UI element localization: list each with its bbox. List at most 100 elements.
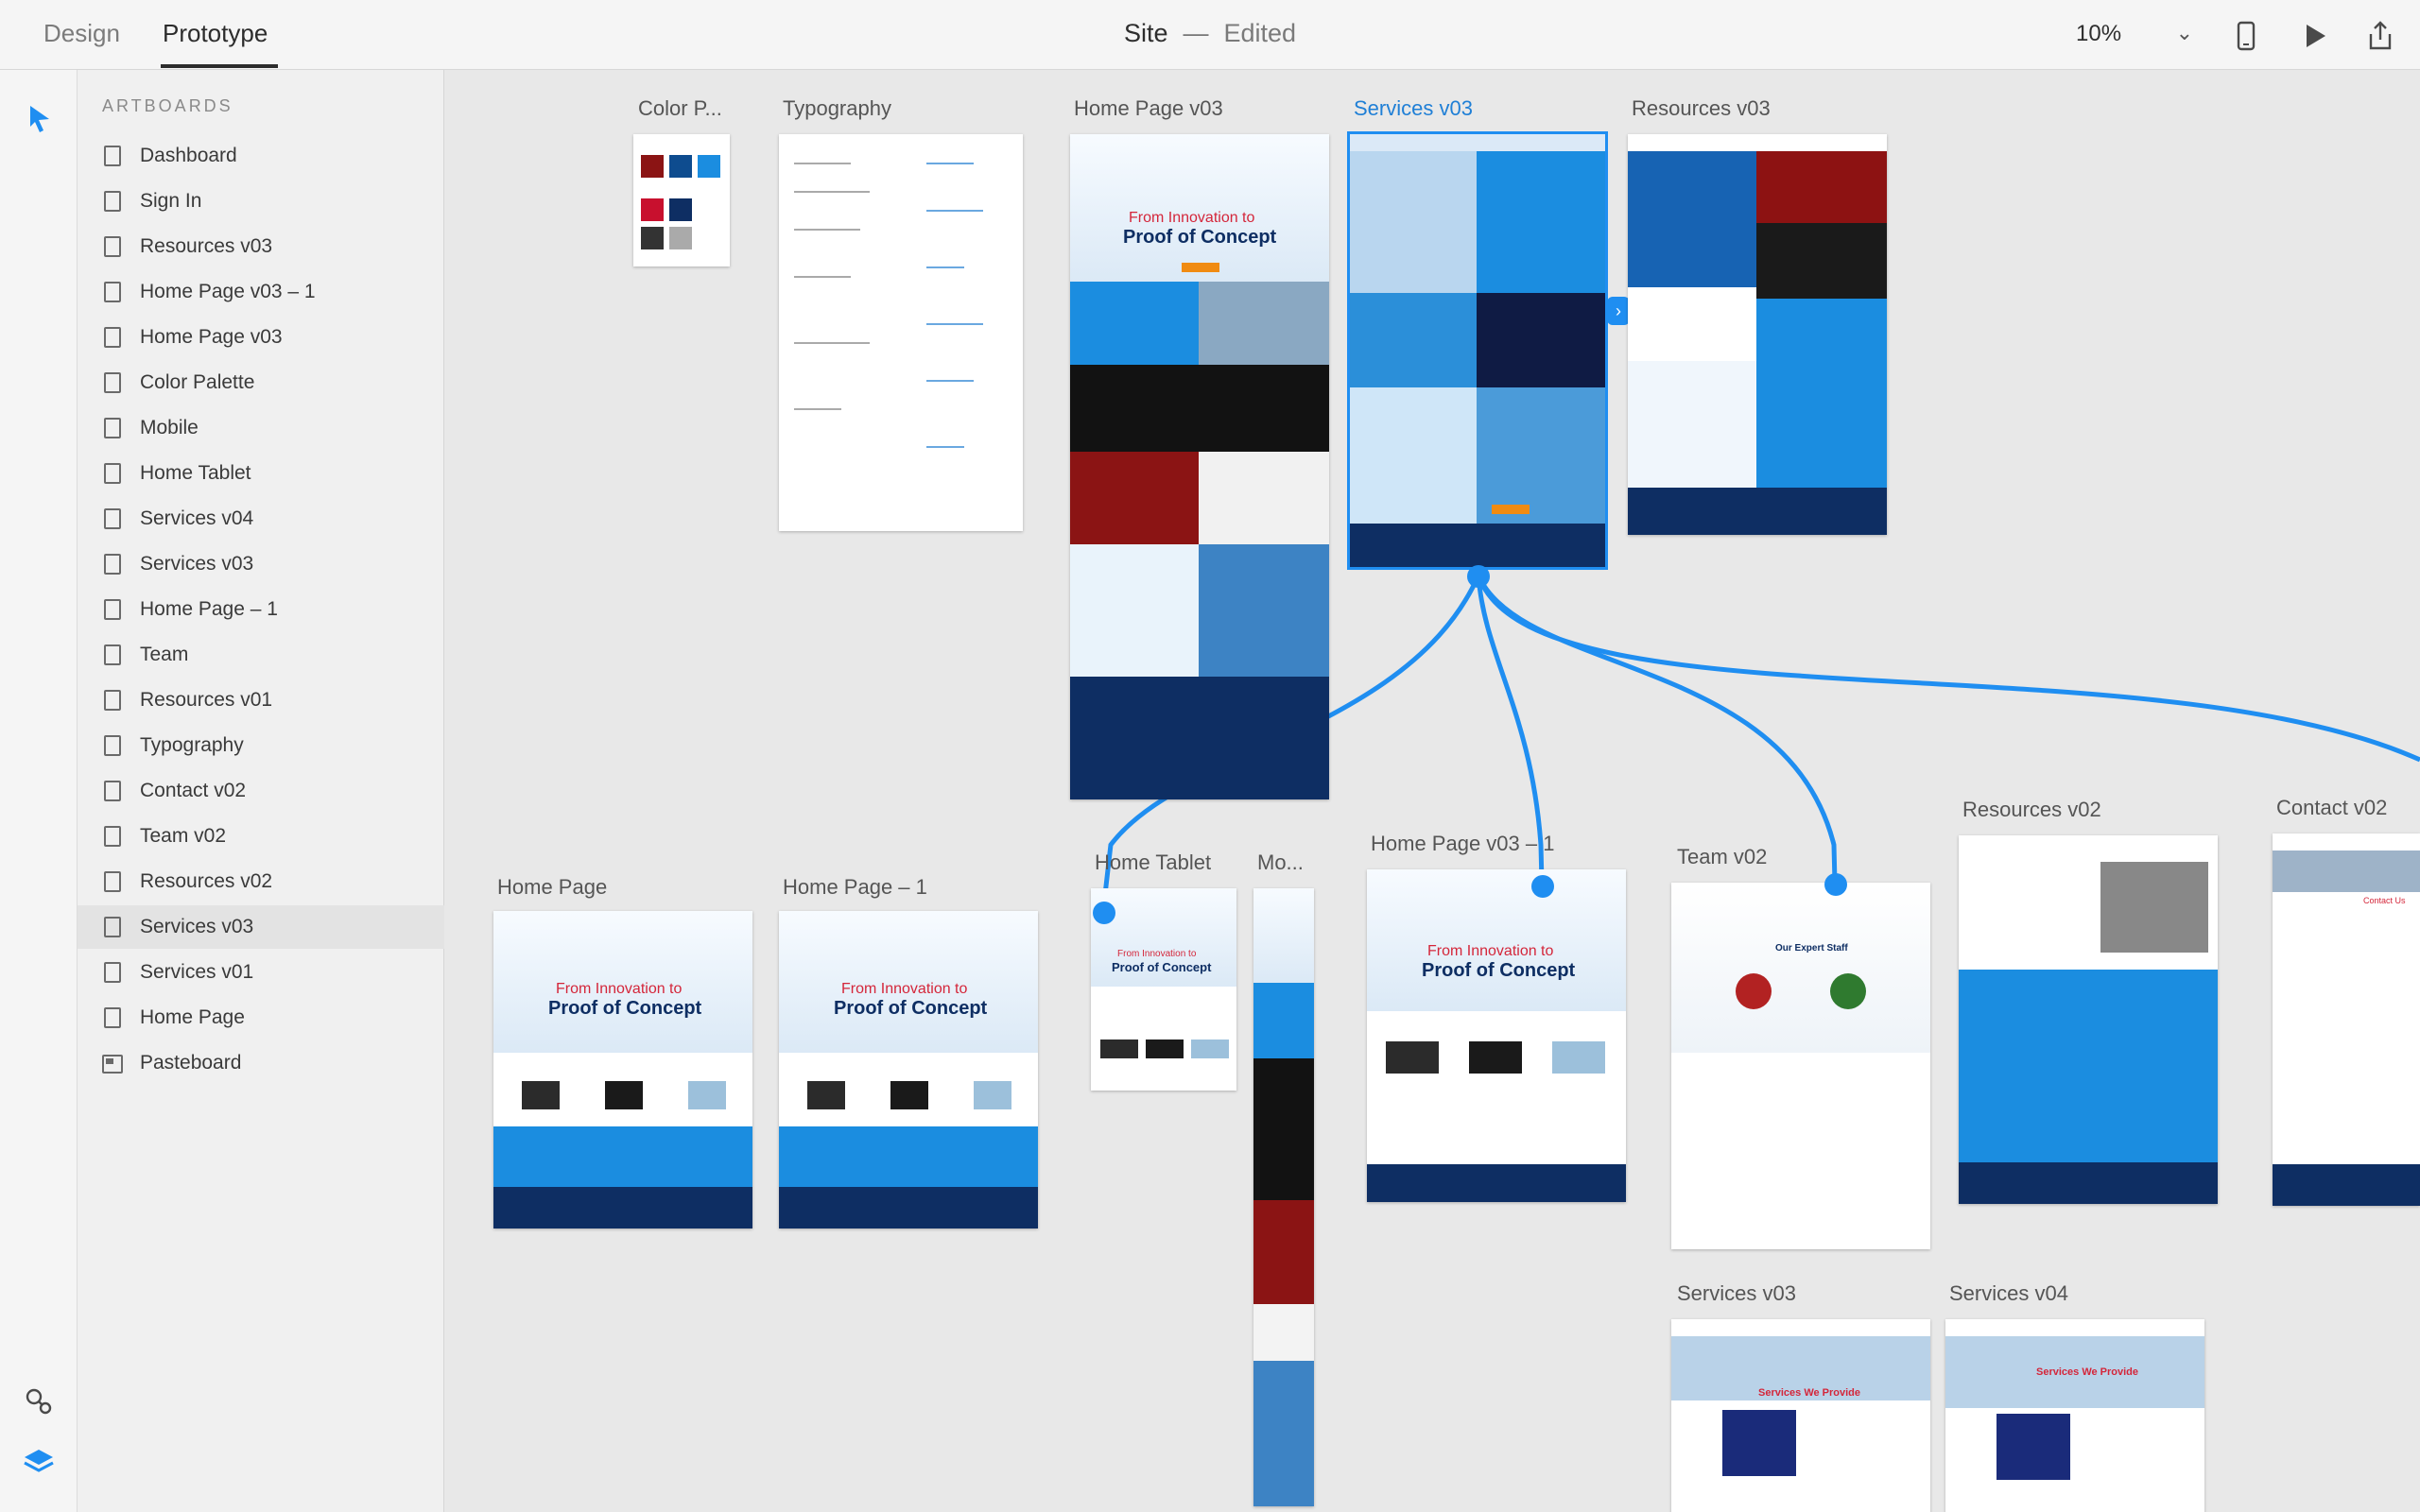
artboard-list-label: Contact v02: [140, 780, 247, 801]
tab-design[interactable]: Design: [43, 19, 120, 47]
zoom-value: 10%: [2076, 21, 2122, 46]
mini-services-heading: Services We Provide: [2036, 1366, 2139, 1378]
artboard-services-v03-top[interactable]: [1347, 131, 1608, 570]
artboard-mobile[interactable]: [1253, 888, 1314, 1506]
artboard-list-label: Services v03: [140, 553, 254, 575]
artboard-team-v02[interactable]: Our Expert Staff: [1671, 883, 1930, 1249]
artboard-label-team-v02[interactable]: Team v02: [1677, 845, 1768, 868]
artboard-list-label: Sign In: [140, 190, 202, 212]
artboard-icon: [104, 1007, 121, 1028]
artboard-label-home-v03-1[interactable]: Home Page v03 – 1: [1371, 832, 1555, 855]
artboard-list-item[interactable]: Resources v02: [78, 860, 444, 903]
artboard-services-v04[interactable]: Services We Provide: [1945, 1319, 2204, 1512]
artboard-list-item[interactable]: Services v03: [78, 542, 444, 586]
mini-staff-heading: Our Expert Staff: [1775, 943, 1848, 954]
artboard-list-label: Home Tablet: [140, 462, 251, 484]
artboard-list-item[interactable]: Resources v03: [78, 225, 444, 268]
artboard-icon: [104, 508, 121, 529]
artboard-list-label: Resources v03: [140, 235, 273, 257]
artboard-label-color-palette[interactable]: Color P...: [638, 96, 722, 120]
link-target-handle[interactable]: [1824, 873, 1847, 896]
artboard-icon: [104, 372, 121, 393]
plugins-icon[interactable]: [19, 1382, 59, 1421]
layers-icon[interactable]: [19, 1442, 59, 1482]
artboard-list-label: Resources v01: [140, 689, 273, 711]
artboard-list-label: Mobile: [140, 417, 199, 438]
artboard-icon: [104, 644, 121, 665]
artboard-label-contact-v02[interactable]: Contact v02: [2276, 796, 2388, 819]
artboard-label-typography[interactable]: Typography: [783, 96, 891, 120]
artboard-list-item[interactable]: Mobile: [78, 406, 444, 450]
tool-rail: [0, 70, 78, 1512]
artboard-list-item[interactable]: Pasteboard: [78, 1041, 444, 1085]
artboard-typography[interactable]: [779, 134, 1023, 531]
artboard-label-services-v03-top[interactable]: Services v03: [1354, 96, 1473, 120]
artboard-label-home-page-1[interactable]: Home Page – 1: [783, 875, 927, 899]
artboard-icon: [104, 690, 121, 711]
artboard-list-label: Home Page: [140, 1006, 245, 1028]
artboard-label-resources-v03[interactable]: Resources v03: [1632, 96, 1771, 120]
document-title: Site—Edited: [0, 19, 2420, 48]
chevron-right-icon[interactable]: ›: [1607, 297, 1630, 325]
artboard-home-page-1[interactable]: From Innovation to Proof of Concept: [779, 911, 1038, 1228]
artboard-list-item[interactable]: Contact v02: [78, 769, 444, 813]
zoom-select[interactable]: 10% ⌄: [2076, 21, 2193, 51]
artboard-home-v03-1[interactable]: From Innovation to Proof of Concept: [1367, 869, 1626, 1202]
select-arrow-icon[interactable]: [19, 98, 59, 138]
artboard-home-page[interactable]: From Innovation to Proof of Concept: [493, 911, 752, 1228]
artboard-icon: [104, 282, 121, 302]
artboard-list-item[interactable]: Services v03: [78, 905, 444, 949]
artboard-list-item[interactable]: Home Page – 1: [78, 588, 444, 631]
artboard-list-item[interactable]: Team v02: [78, 815, 444, 858]
share-icon[interactable]: [2361, 17, 2399, 55]
artboard-list-label: Dashboard: [140, 145, 237, 166]
mini-contact-heading: Contact Us: [2363, 896, 2406, 905]
artboard-label-services-v03-bottom[interactable]: Services v03: [1677, 1281, 1796, 1305]
link-target-handle[interactable]: [1093, 902, 1115, 924]
artboard-label-home-page[interactable]: Home Page: [497, 875, 608, 899]
artboard-list-item[interactable]: Sign In: [78, 180, 444, 223]
artboard-list-item[interactable]: Color Palette: [78, 361, 444, 404]
link-origin-handle[interactable]: [1467, 565, 1490, 588]
artboard-list-item[interactable]: Resources v01: [78, 679, 444, 722]
artboard-icon: [104, 917, 121, 937]
artboard-contact-v02[interactable]: Contact Us: [2273, 833, 2420, 1206]
artboard-list-item[interactable]: Home Page v03: [78, 316, 444, 359]
artboard-list-item[interactable]: Home Page v03 – 1: [78, 270, 444, 314]
canvas[interactable]: Color P... Typography Home Page v03 From…: [444, 70, 2420, 1512]
artboard-label-mobile[interactable]: Mo...: [1257, 850, 1304, 874]
artboard-icon: [104, 554, 121, 575]
artboard-label-services-v04[interactable]: Services v04: [1949, 1281, 2068, 1305]
artboard-services-v03-bottom[interactable]: Services We Provide: [1671, 1319, 1930, 1512]
artboard-label-home-tablet[interactable]: Home Tablet: [1095, 850, 1212, 874]
artboard-home-tablet[interactable]: From Innovation to Proof of Concept: [1091, 888, 1236, 1091]
artboard-list-item[interactable]: Team: [78, 633, 444, 677]
artboard-color-palette[interactable]: [633, 134, 730, 266]
artboard-list-item[interactable]: Typography: [78, 724, 444, 767]
artboard-list-label: Pasteboard: [140, 1052, 242, 1074]
title-separator: —: [1183, 19, 1209, 47]
artboard-list-item[interactable]: Dashboard: [78, 134, 444, 178]
artboard-label-resources-v02[interactable]: Resources v02: [1962, 798, 2101, 821]
link-target-handle[interactable]: [1531, 875, 1554, 898]
artboard-list-item[interactable]: Services v04: [78, 497, 444, 541]
artboard-list-label: Typography: [140, 734, 244, 756]
play-icon[interactable]: [2295, 17, 2333, 55]
artboard-list-label: Team: [140, 644, 189, 665]
artboard-list-item[interactable]: Home Tablet: [78, 452, 444, 495]
artboard-list-label: Resources v02: [140, 870, 273, 892]
artboard-home-v03[interactable]: From Innovation to Proof of Concept: [1070, 134, 1329, 799]
artboard-resources-v03[interactable]: [1628, 134, 1887, 535]
chevron-down-icon: ⌄: [2175, 21, 2193, 44]
tab-prototype[interactable]: Prototype: [163, 19, 268, 47]
artboard-icon: [104, 962, 121, 983]
artboard-icon: [104, 146, 121, 166]
artboard-list-item[interactable]: Home Page: [78, 996, 444, 1040]
device-preview-icon[interactable]: [2227, 17, 2265, 55]
artboard-icon: [104, 191, 121, 212]
artboard-list-item[interactable]: Services v01: [78, 951, 444, 994]
artboard-resources-v02[interactable]: [1959, 835, 2218, 1204]
artboard-label-home-v03[interactable]: Home Page v03: [1074, 96, 1223, 120]
active-tab-indicator: [161, 64, 278, 68]
document-status: Edited: [1223, 19, 1297, 47]
